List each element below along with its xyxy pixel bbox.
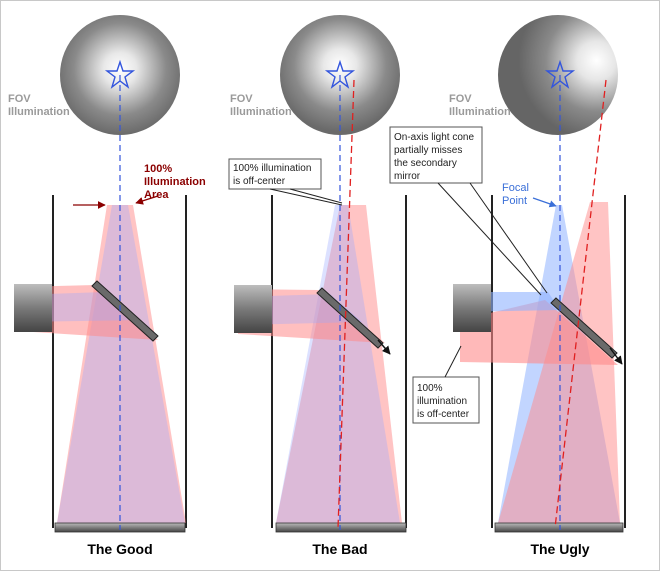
reflected-light-cone [460,300,618,365]
reflected-light-cone [238,289,385,343]
focuser [234,285,272,333]
illumination-area-label-1: 100% [144,163,172,175]
panel-title-ugly: The Ugly [530,541,589,557]
primary-mirror [494,522,624,533]
primary-mirror [275,522,407,533]
off-center-callout [412,376,480,424]
callout-bottom-line2: illumination [417,396,467,407]
illumination-width-arrow-right [135,195,159,205]
fov-label: FOV [8,93,31,105]
off-axis-illumination-line [337,79,355,529]
focal-point-arrow [532,197,557,208]
off-center-callout [228,158,322,190]
callout-text-line1: 100% illumination [233,163,311,174]
focal-point-label-2: Point [502,195,527,207]
focuser [453,284,491,332]
callout-bottom-line3: is off-center [417,409,470,420]
fov-label-line2: Illumination [230,106,292,118]
secondary-mirror [316,287,384,349]
callout-text-line2: is off-center [233,176,286,187]
callout-top-line2: partially misses [394,145,462,156]
focuser [14,284,52,332]
callout-top-line4: mirror [394,171,421,182]
callout-top-line1: On-axis light cone [394,132,474,143]
secondary-mirror [91,280,159,342]
panel-title-bad: The Bad [312,541,367,557]
on-axis-light-cone [276,205,400,523]
callout-top-line3: the secondary [394,158,457,169]
focal-point-label-1: Focal [502,182,529,194]
callout-leader [437,182,542,296]
mirror-tilt-arrow [609,347,623,365]
panel-good: FOV Illumination 100% Illumination Area … [8,15,206,557]
off-axis-illumination-line [554,79,607,529]
panel-ugly: FOV Illumination On-axis light cone part… [389,15,626,557]
illumination-area-label-3: Area [144,189,169,201]
callout-leader [269,188,343,206]
callout-leader [469,182,548,294]
incoming-light-cone [276,205,402,523]
on-axis-light-cone [57,205,185,523]
panel-bad: FOV Illumination 100% illumination is of… [228,15,407,557]
callout-leader [289,188,343,204]
fov-illumination-disc [498,15,618,135]
cone-misses-callout [389,126,483,184]
fov-label: FOV [230,93,253,105]
callout-leader [444,345,462,378]
fov-label-line2: Illumination [8,106,70,118]
reflected-light-cone [18,285,158,340]
fov-label-line2: Illumination [449,106,511,118]
mirror-tilt-arrow [377,339,391,355]
illumination-area-label-2: Illumination [144,176,206,188]
panel-title-good: The Good [87,541,152,557]
incoming-light-cone [57,205,186,523]
secondary-mirror [550,297,618,359]
callout-bottom-line1: 100% [417,383,443,394]
fov-label: FOV [449,93,472,105]
